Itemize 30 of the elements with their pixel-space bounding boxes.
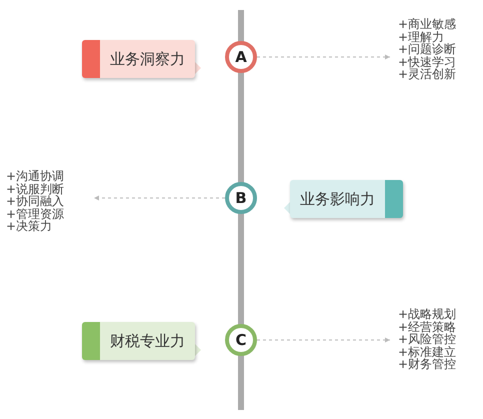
list-item: +决策力 (6, 220, 52, 232)
list-item: +灵活创新 (398, 68, 458, 80)
list-item: +风险管控 (398, 333, 458, 346)
dashed-arrow (94, 196, 226, 200)
marker-letter: C (235, 331, 246, 349)
list-item: +经营策略 (398, 320, 458, 333)
callout-title: 业务洞察力 (110, 50, 185, 68)
marker-letter: B (235, 189, 247, 207)
list-item: +问题诊断 (398, 43, 458, 56)
list-item: +战略规划 (398, 308, 458, 320)
list-item: +管理资源 (6, 208, 66, 220)
list-item: +商业敏感 (398, 18, 458, 30)
callout-box (290, 180, 403, 218)
callout-box (82, 322, 195, 360)
dashed-arrow (256, 338, 390, 342)
circle-marker (225, 41, 257, 73)
list-item: +财务管控 (398, 358, 458, 370)
circle-marker (225, 182, 257, 214)
list-item: +说服判断 (6, 182, 66, 195)
dashed-arrow (256, 54, 390, 60)
list-item: +协同融入 (6, 195, 66, 208)
circle-marker (225, 324, 257, 356)
list-item: +理解力 (398, 30, 444, 43)
marker-letter: A (235, 48, 247, 66)
list-item: +标准建立 (398, 346, 458, 358)
list-item: +沟通协调 (6, 170, 66, 182)
callout-title: 业务影响力 (300, 190, 375, 208)
callout-box (82, 40, 195, 78)
callout-title: 财税专业力 (110, 332, 185, 350)
list-item: +快速学习 (398, 56, 458, 68)
